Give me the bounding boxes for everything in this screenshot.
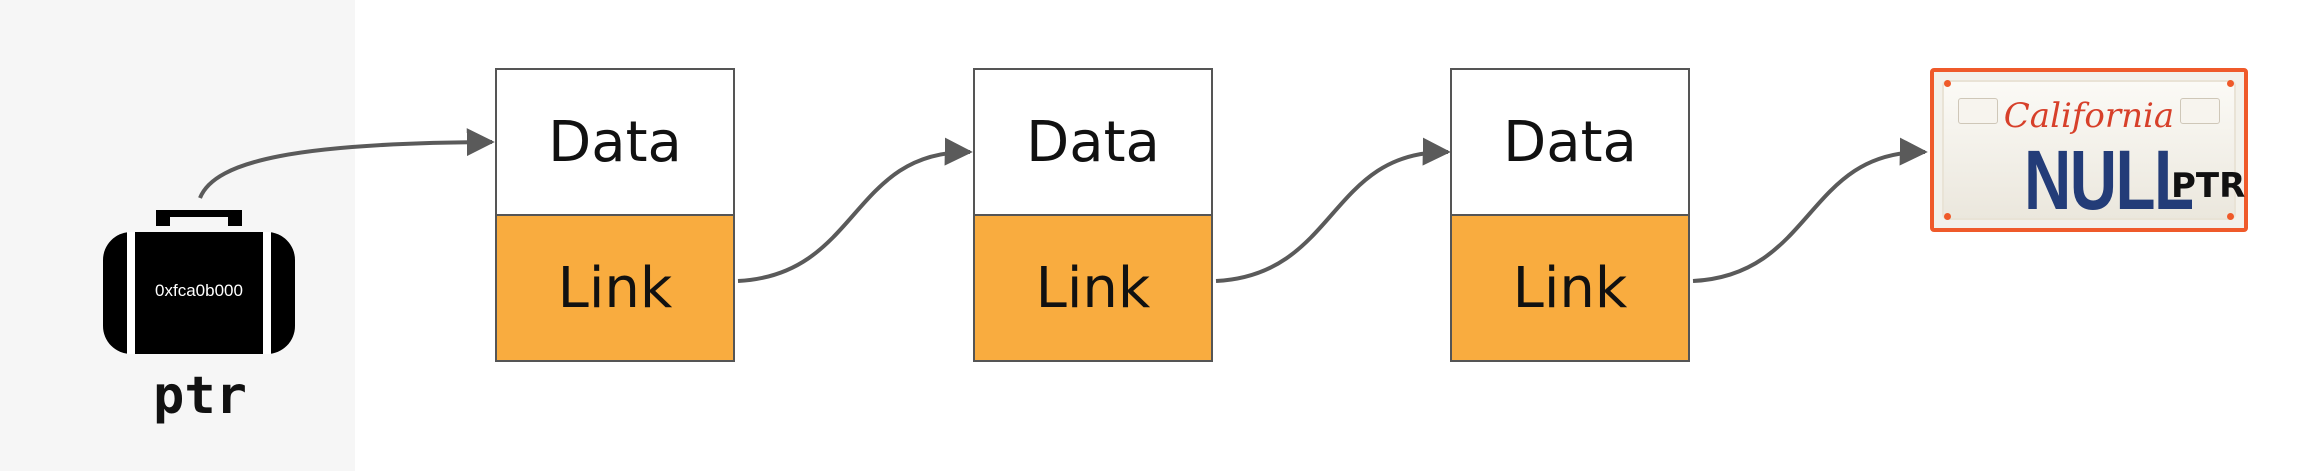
arrow-node-1-to-node-2 — [737, 137, 973, 283]
pointer-address: 0xfca0b000 — [155, 281, 243, 300]
plate-bolt — [1944, 80, 1951, 87]
arrow-node-2-to-node-3 — [1215, 137, 1451, 283]
pointer-name: ptr — [153, 366, 247, 426]
plate-sticker-right — [2180, 98, 2220, 124]
arrow-ptr-to-node-1 — [198, 128, 495, 199]
list-node-3: Data Link — [1450, 68, 1690, 362]
null-license-plate: California NULL PTR — [1930, 68, 2248, 232]
plate-ptr-text: PTR — [2171, 166, 2246, 206]
briefcase-icon — [103, 210, 295, 354]
list-node-1: Data Link — [495, 68, 735, 362]
plate-bolt — [1944, 213, 1951, 220]
plate-null-text: NULL — [2024, 133, 2194, 227]
plate-state-name: California — [2003, 96, 2175, 136]
arrow-node-3-to-null — [1692, 137, 1928, 283]
plate-sticker-left — [1958, 98, 1998, 124]
list-node-2: Data Link — [973, 68, 1213, 362]
plate-bolt — [2227, 80, 2234, 87]
plate-bolt — [2227, 213, 2234, 220]
node-data-field: Data — [975, 70, 1211, 216]
plate-face: California NULL PTR — [1942, 80, 2245, 227]
node-data-field: Data — [497, 70, 733, 216]
node-data-field: Data — [1452, 70, 1688, 216]
node-link-field: Link — [975, 216, 1211, 360]
node-link-field: Link — [1452, 216, 1688, 360]
node-link-field: Link — [497, 216, 733, 360]
